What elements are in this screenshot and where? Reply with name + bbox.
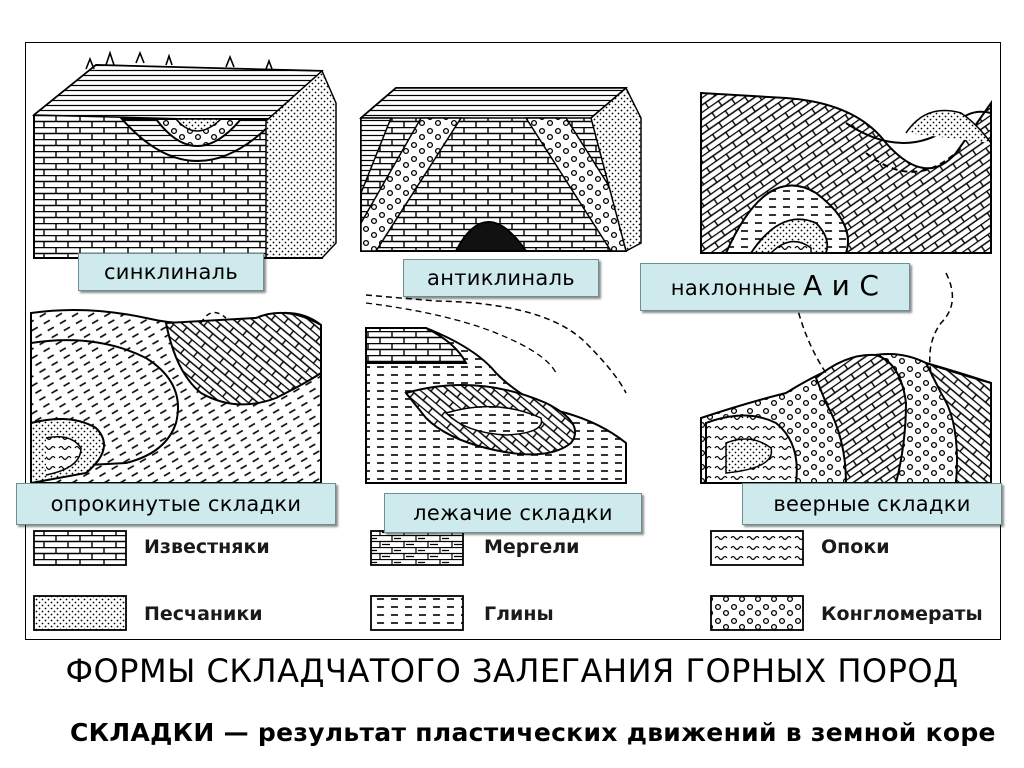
legend-marl: Мергели bbox=[484, 536, 580, 558]
legend-swatches bbox=[33, 530, 804, 631]
label-recumbent: лежачие складки bbox=[384, 493, 642, 533]
inclined-folds bbox=[700, 91, 992, 254]
legend-clay: Глины bbox=[484, 603, 554, 625]
legend-opoka: Опоки bbox=[821, 536, 890, 558]
fan-folds bbox=[700, 272, 992, 484]
page-title: ФОРМЫ СКЛАДЧАТОГО ЗАЛЕГАНИЯ ГОРНЫХ ПОРОД bbox=[65, 652, 959, 690]
page-subtitle: СКЛАДКИ — результат пластических движени… bbox=[70, 718, 996, 747]
legend-swatch-opoka bbox=[710, 530, 804, 566]
legend-swatch-clay bbox=[370, 595, 464, 631]
legend-swatch-marl bbox=[370, 530, 464, 566]
legend-swatch-limestone bbox=[33, 530, 127, 566]
legend-sandstone: Песчаники bbox=[144, 603, 263, 625]
label-overturned: опрокинутые складки bbox=[16, 483, 336, 525]
label-fan: веерные складки bbox=[742, 483, 1002, 525]
legend-limestone: Известняки bbox=[144, 536, 270, 558]
label-inclined: наклонные А и С bbox=[640, 263, 910, 311]
fold-diagrams-illustration bbox=[30, 50, 992, 631]
recumbent-folds bbox=[365, 294, 627, 484]
label-inclined-letters: А и С bbox=[803, 269, 880, 302]
label-anticline: антиклиналь bbox=[403, 259, 599, 297]
geology-figure: синклиналь антиклиналь наклонные А и С о… bbox=[16, 42, 1002, 640]
legend-swatch-conglomerate bbox=[710, 595, 804, 631]
anticline-block bbox=[358, 86, 642, 253]
label-syncline: синклиналь bbox=[78, 253, 264, 291]
syncline-block bbox=[31, 50, 337, 259]
overturned-folds bbox=[30, 308, 322, 485]
legend-swatch-sandstone bbox=[33, 595, 127, 631]
label-inclined-text: наклонные bbox=[670, 276, 803, 300]
legend-conglomerate: Конгломераты bbox=[821, 603, 983, 625]
